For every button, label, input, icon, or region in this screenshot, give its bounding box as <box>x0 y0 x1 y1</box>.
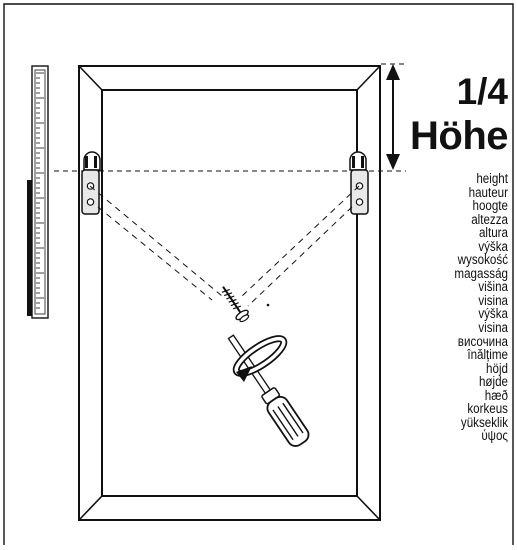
translation-item: ύψος <box>481 428 508 444</box>
translation-item: visina <box>478 292 508 308</box>
left-mounting-bracket <box>81 151 101 215</box>
dimension-arrow-icon <box>386 64 400 170</box>
translation-item: højde <box>478 374 508 390</box>
translation-item: visina <box>478 320 508 336</box>
translation-item: înălțime <box>467 347 508 363</box>
screw-icon <box>221 286 250 323</box>
translation-item: wysokość <box>457 252 508 268</box>
translation-item: výška <box>478 238 508 254</box>
guide-lines <box>89 185 360 307</box>
translation-item: height <box>476 171 508 186</box>
translation-item: výška <box>478 306 508 322</box>
measuring-tape-icon <box>27 65 49 319</box>
dimension-lines <box>54 63 406 172</box>
translation-item: височина <box>457 333 508 349</box>
translation-item: yükseklik <box>460 414 508 430</box>
translation-item: magasság <box>454 265 508 281</box>
rotation-arrow-icon <box>232 335 288 382</box>
marker-dot <box>266 303 270 307</box>
translation-item: hæð <box>484 387 508 403</box>
screwdriver-icon <box>227 334 310 447</box>
diagram-border <box>3 3 514 545</box>
right-mounting-bracket <box>349 151 369 215</box>
translation-item: korkeus <box>467 401 508 417</box>
translation-item: hoogte <box>472 198 508 214</box>
fraction-label: 1/4 <box>456 71 508 112</box>
window-frame <box>78 65 381 521</box>
translation-item: altezza <box>471 211 508 227</box>
translation-item: altura <box>478 225 508 241</box>
translation-item: višina <box>478 279 508 295</box>
height-heading: Höhe <box>410 114 509 158</box>
translation-item: höjd <box>486 360 508 376</box>
translation-item: hauteur <box>468 184 508 200</box>
